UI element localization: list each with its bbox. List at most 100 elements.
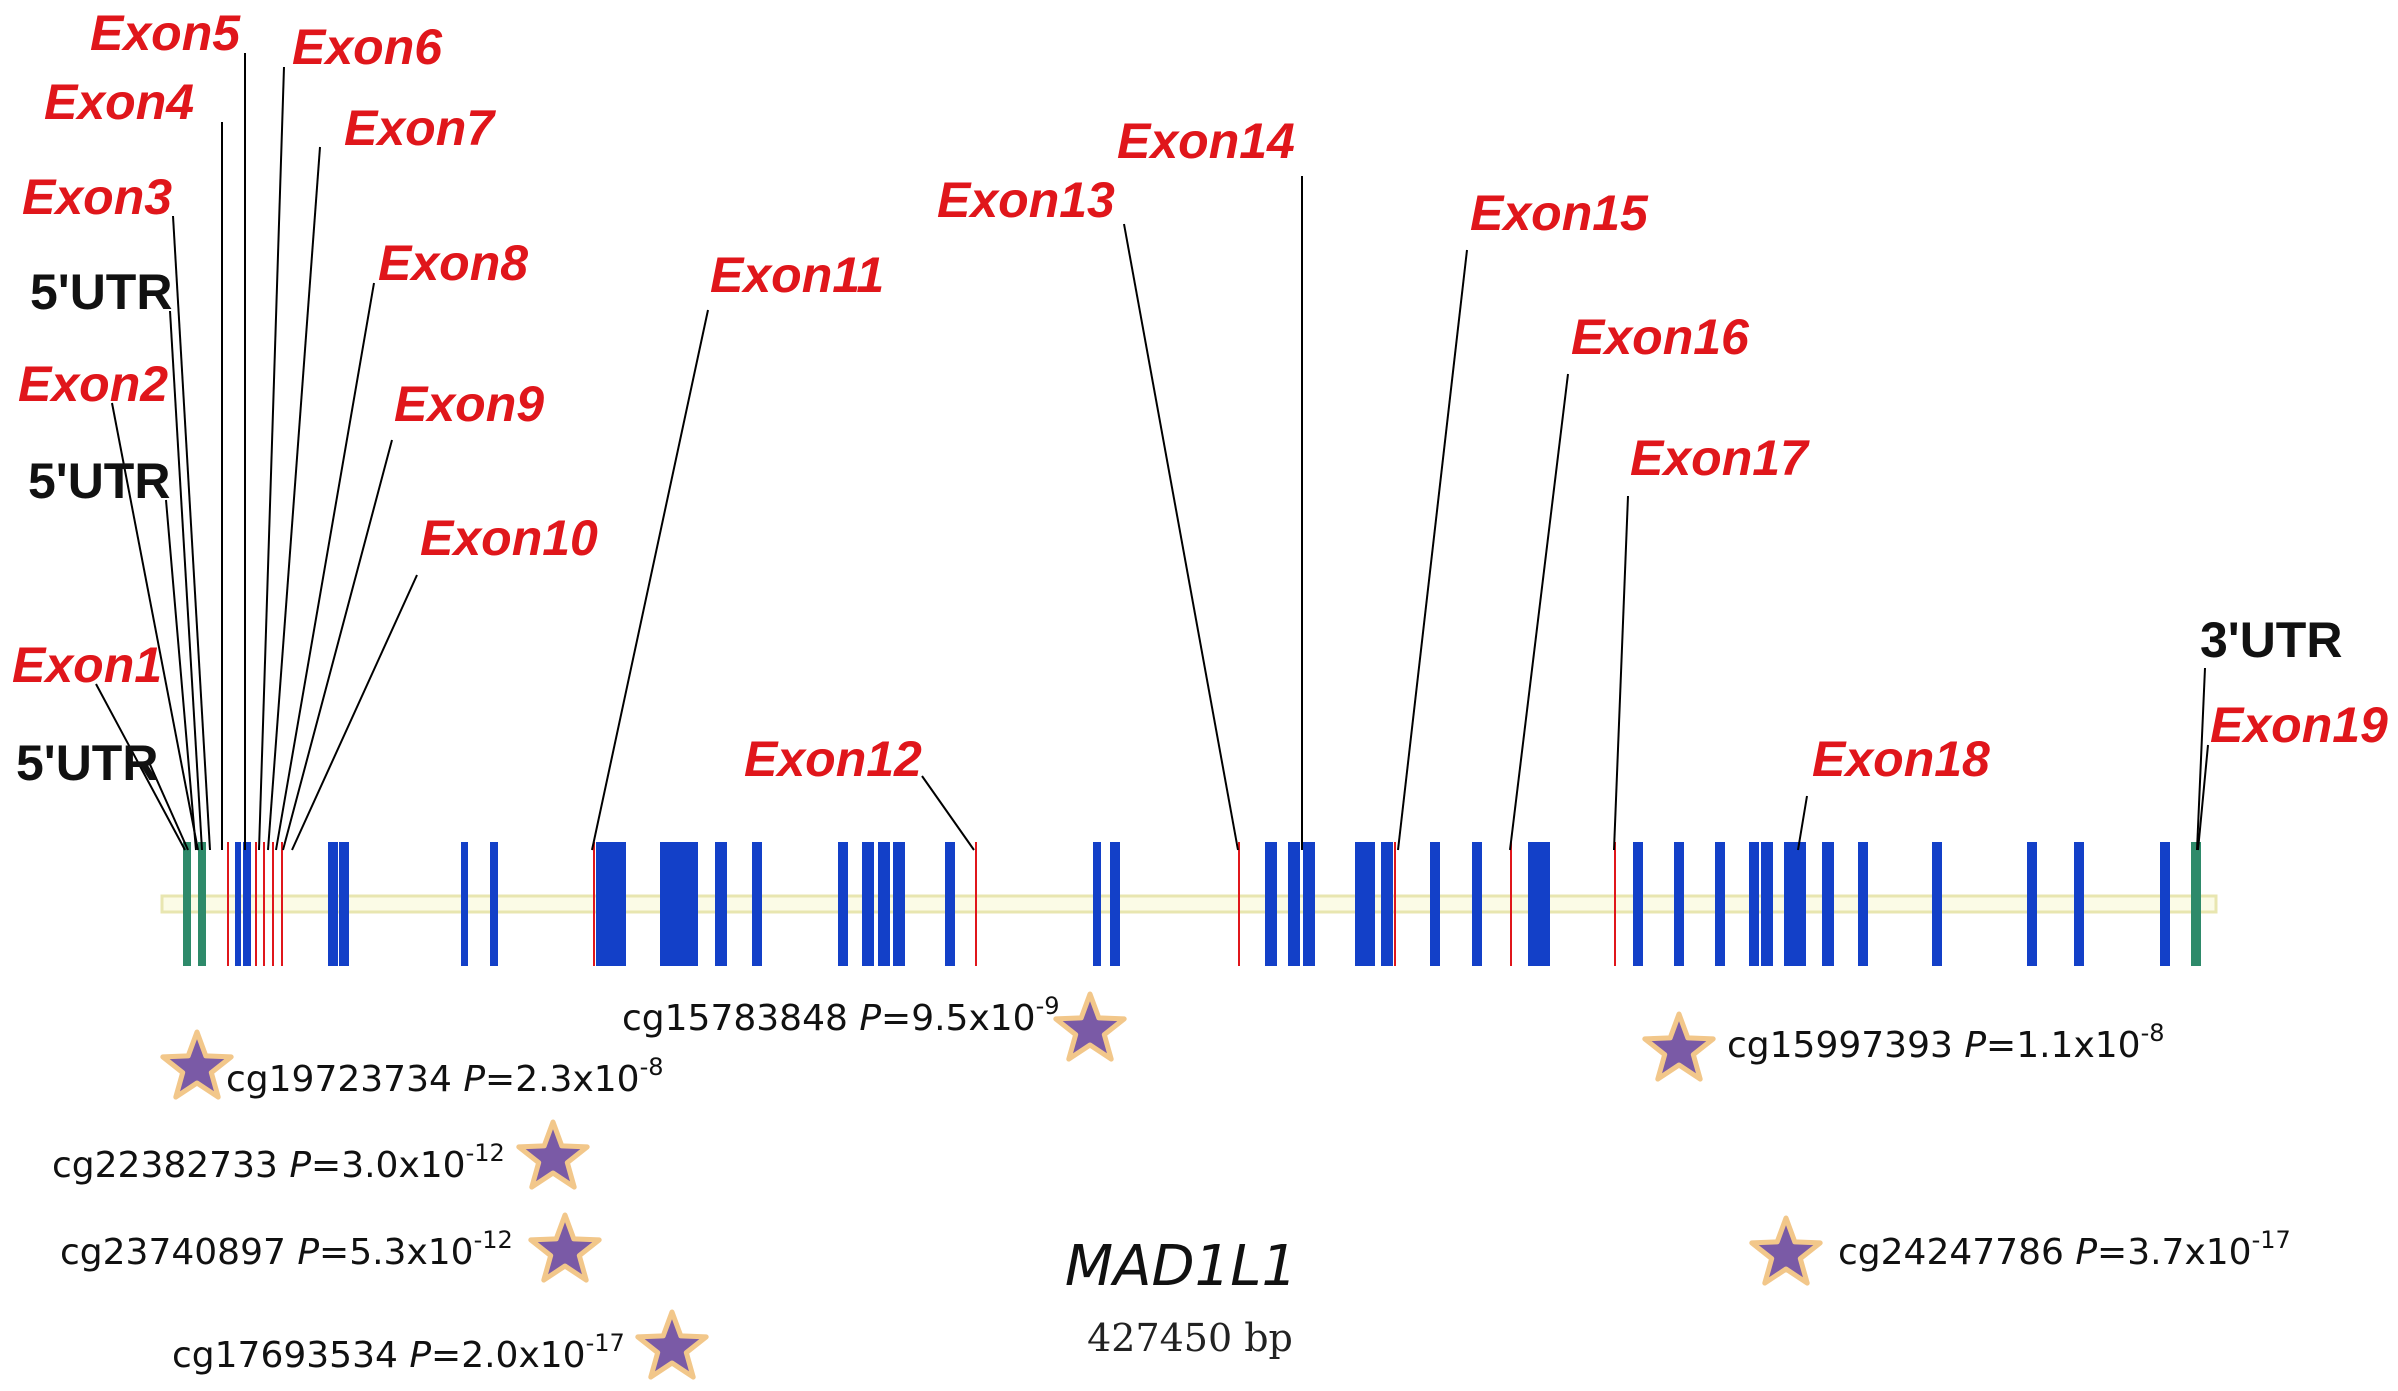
exon-mark (1510, 842, 1512, 966)
exon-block (1858, 842, 1868, 966)
leader-line (1613, 495, 1629, 851)
leader-line (591, 309, 709, 851)
exon-block (1674, 842, 1684, 966)
leader-line (2197, 744, 2209, 851)
exon-block (1430, 842, 1440, 966)
leader-line (2196, 667, 2206, 851)
exon-block (752, 842, 762, 966)
exon-block (1355, 842, 1375, 966)
star-icon (1749, 1215, 1823, 1286)
exon-block (1761, 842, 1773, 966)
utr-label-1: 5'UTR (16, 735, 158, 791)
leader-line (169, 310, 203, 851)
exon-label-8: Exon8 (378, 235, 528, 291)
exon-label-18: Exon18 (1812, 731, 1990, 787)
exon-mark (1238, 842, 1240, 966)
cpg-label-cg17693534: cg17693534 P=2.0x10-17 (172, 1329, 625, 1376)
utr-label-4: 3'UTR (2200, 612, 2342, 668)
exon-block (1633, 842, 1643, 966)
exon-label-14: Exon14 (1117, 113, 1295, 169)
exon-block (945, 842, 955, 966)
leader-line (275, 282, 375, 851)
exon-block (1749, 842, 1759, 966)
exon-block (461, 842, 468, 966)
exon-label-2: Exon2 (18, 356, 168, 412)
gene-length: 427450 bp (1087, 1316, 1293, 1360)
leader-line (291, 574, 418, 851)
exon-mark (263, 842, 265, 966)
exon-block (1794, 842, 1806, 966)
cpg-label-cg19723734: cg19723734 P=2.3x10-8 (226, 1053, 664, 1100)
exon-mark (281, 842, 283, 966)
exon-block (1932, 842, 1942, 966)
exon-label-15: Exon15 (1470, 185, 1649, 241)
exon-block (235, 842, 241, 966)
exon-label-3: Exon3 (22, 169, 172, 225)
exon-block (596, 842, 626, 966)
exon-label-13: Exon13 (937, 172, 1115, 228)
leader-line (1397, 249, 1468, 851)
exon-block (339, 842, 349, 966)
exon-mark (227, 842, 229, 966)
exon-mark (1614, 842, 1616, 966)
leader-line (258, 66, 285, 851)
exon-block (838, 842, 848, 966)
exon-block (1784, 842, 1796, 966)
cpg-label-cg24247786: cg24247786 P=3.7x10-17 (1838, 1226, 2291, 1273)
exon-label-7: Exon7 (344, 100, 496, 156)
star-icon (1053, 991, 1127, 1062)
exon-label-11: Exon11 (710, 247, 884, 303)
leader-line (1123, 223, 1239, 851)
cpg-label-cg15783848: cg15783848 P=9.5x10-9 (622, 992, 1060, 1039)
exon-mark (1394, 842, 1396, 966)
star-icon (1642, 1011, 1716, 1082)
gene-name: MAD1L1 (1065, 1234, 1297, 1299)
utr-block (198, 842, 206, 966)
exon-block (878, 842, 890, 966)
exon-label-16: Exon16 (1571, 309, 1750, 365)
utr-block (2191, 842, 2201, 966)
exon-label-6: Exon6 (292, 19, 443, 75)
exon-block (2027, 842, 2037, 966)
star-icon (160, 1029, 234, 1100)
leader-line (111, 402, 199, 851)
utr-label-3: 5'UTR (30, 264, 172, 320)
exon-block (2160, 842, 2170, 966)
exon-block (1265, 842, 1277, 966)
exon-label-9: Exon9 (394, 376, 544, 432)
leader-line (1797, 795, 1808, 851)
exon-block (893, 842, 905, 966)
exon-block (1303, 842, 1315, 966)
exon-block (1381, 842, 1393, 966)
utr-block (183, 842, 191, 966)
exon-mark (593, 842, 595, 966)
exon-block (243, 842, 251, 966)
exon-block (862, 842, 874, 966)
exon-block (1110, 842, 1120, 966)
exon-label-5: Exon5 (90, 5, 241, 61)
leader-line (95, 683, 186, 851)
exon-block (1715, 842, 1725, 966)
exon-block (715, 842, 727, 966)
star-icon (635, 1309, 709, 1380)
cpg-label-cg23740897: cg23740897 P=5.3x10-12 (60, 1226, 513, 1273)
utr-label-2: 5'UTR (28, 453, 170, 509)
star-icon (516, 1119, 590, 1190)
star-icon (528, 1212, 602, 1283)
exon-label-17: Exon17 (1630, 430, 1810, 486)
exon-block (490, 842, 498, 966)
exon-label-4: Exon4 (44, 74, 194, 130)
exon-block (1093, 842, 1101, 966)
exon-block (1472, 842, 1482, 966)
exon-mark (272, 842, 274, 966)
exon-label-10: Exon10 (420, 510, 598, 566)
leader-line (147, 759, 189, 851)
cpg-label-cg15997393: cg15997393 P=1.1x10-8 (1727, 1019, 2165, 1066)
leader-line (172, 215, 211, 851)
leader-line (921, 775, 975, 851)
exon-block (1288, 842, 1300, 966)
exon-label-1: Exon1 (12, 637, 162, 693)
exon-block (1528, 842, 1550, 966)
exon-block (660, 842, 698, 966)
